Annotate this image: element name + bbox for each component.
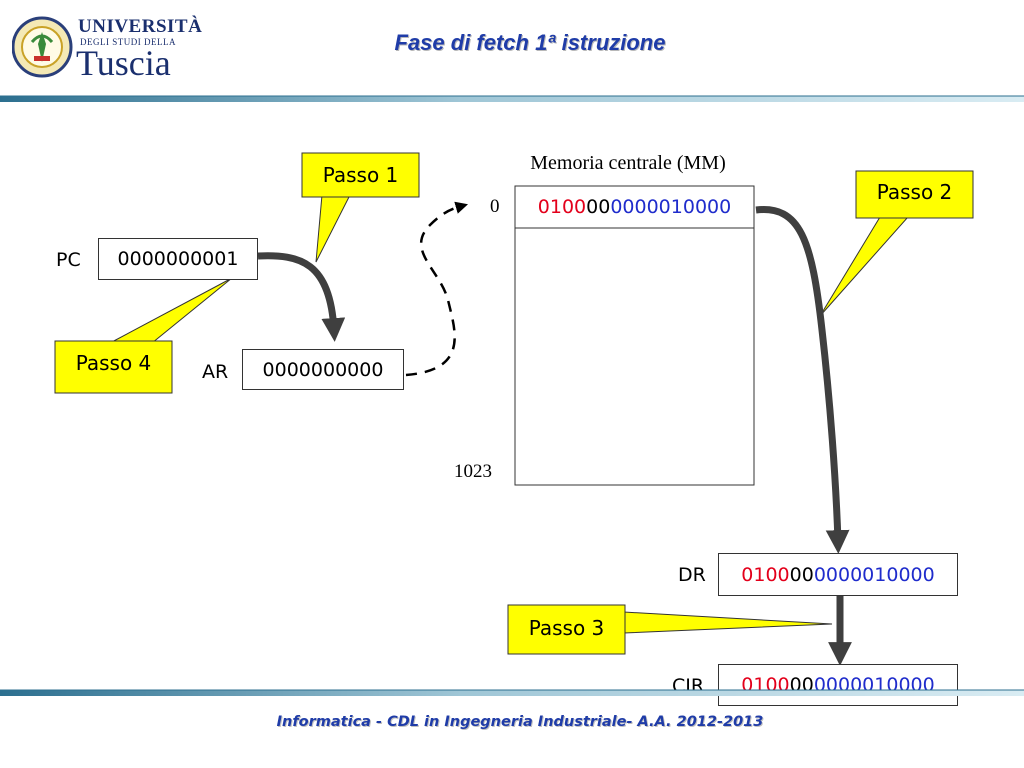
pc-register: 0000000001 — [98, 238, 258, 280]
memory-cell-opcode: 0100 — [537, 196, 587, 218]
university-city: Tuscia — [76, 43, 171, 83]
university-subtitle: DEGLI STUDI DELLA — [80, 37, 176, 47]
step1-callout-pointer — [315, 194, 351, 263]
memory-last-address: 1023 — [454, 461, 492, 482]
university-logo: UNIVERSITÀ DEGLI STUDI DELLA Tuscia — [11, 12, 202, 83]
memory-title: Memoria centrale (MM) — [530, 152, 726, 174]
ar-value: 0000000000 — [262, 358, 384, 381]
ar-to-memory-dashed-arrow — [405, 201, 469, 377]
dr-label: DR — [678, 564, 706, 586]
step2-label: Passo 2 — [876, 180, 953, 204]
step3-callout-pointer — [623, 611, 833, 634]
footer-text: Informatica - CDL in Ingegneria Industri… — [276, 714, 764, 730]
bottom-divider — [0, 689, 1024, 696]
pc-to-ar-arrow — [257, 252, 346, 342]
step1-label: Passo 1 — [322, 163, 399, 187]
memory-cell-operand: 0000010000 — [610, 196, 732, 218]
step4-label: Passo 4 — [75, 351, 152, 375]
step1-callout — [301, 152, 420, 198]
ar-register: 0000000000 — [242, 349, 404, 390]
main-memory — [514, 185, 755, 486]
memory-cell-mode: 00 — [586, 196, 611, 218]
step3-callout — [507, 604, 626, 655]
ar-label: AR — [202, 361, 229, 383]
university-name: UNIVERSITÀ — [78, 16, 203, 37]
university-seal-icon — [11, 16, 73, 78]
pc-value: 0000000001 — [117, 248, 239, 270]
step4-callout-pointer — [109, 277, 233, 344]
step2-callout-pointer — [819, 216, 910, 317]
step3-label: Passo 3 — [528, 616, 605, 640]
step2-callout — [855, 170, 974, 219]
memory-to-dr-arrow — [755, 206, 850, 554]
step4-callout — [54, 340, 173, 394]
dr-operand: 0000010000 — [813, 563, 935, 586]
memory-first-address: 0 — [490, 196, 500, 217]
dr-opcode: 0100 — [741, 563, 790, 586]
top-divider — [0, 95, 1024, 102]
slide-title: Fase di fetch 1ª istruzione — [394, 30, 666, 55]
dr-mode: 00 — [789, 563, 814, 586]
pc-label: PC — [56, 249, 81, 271]
